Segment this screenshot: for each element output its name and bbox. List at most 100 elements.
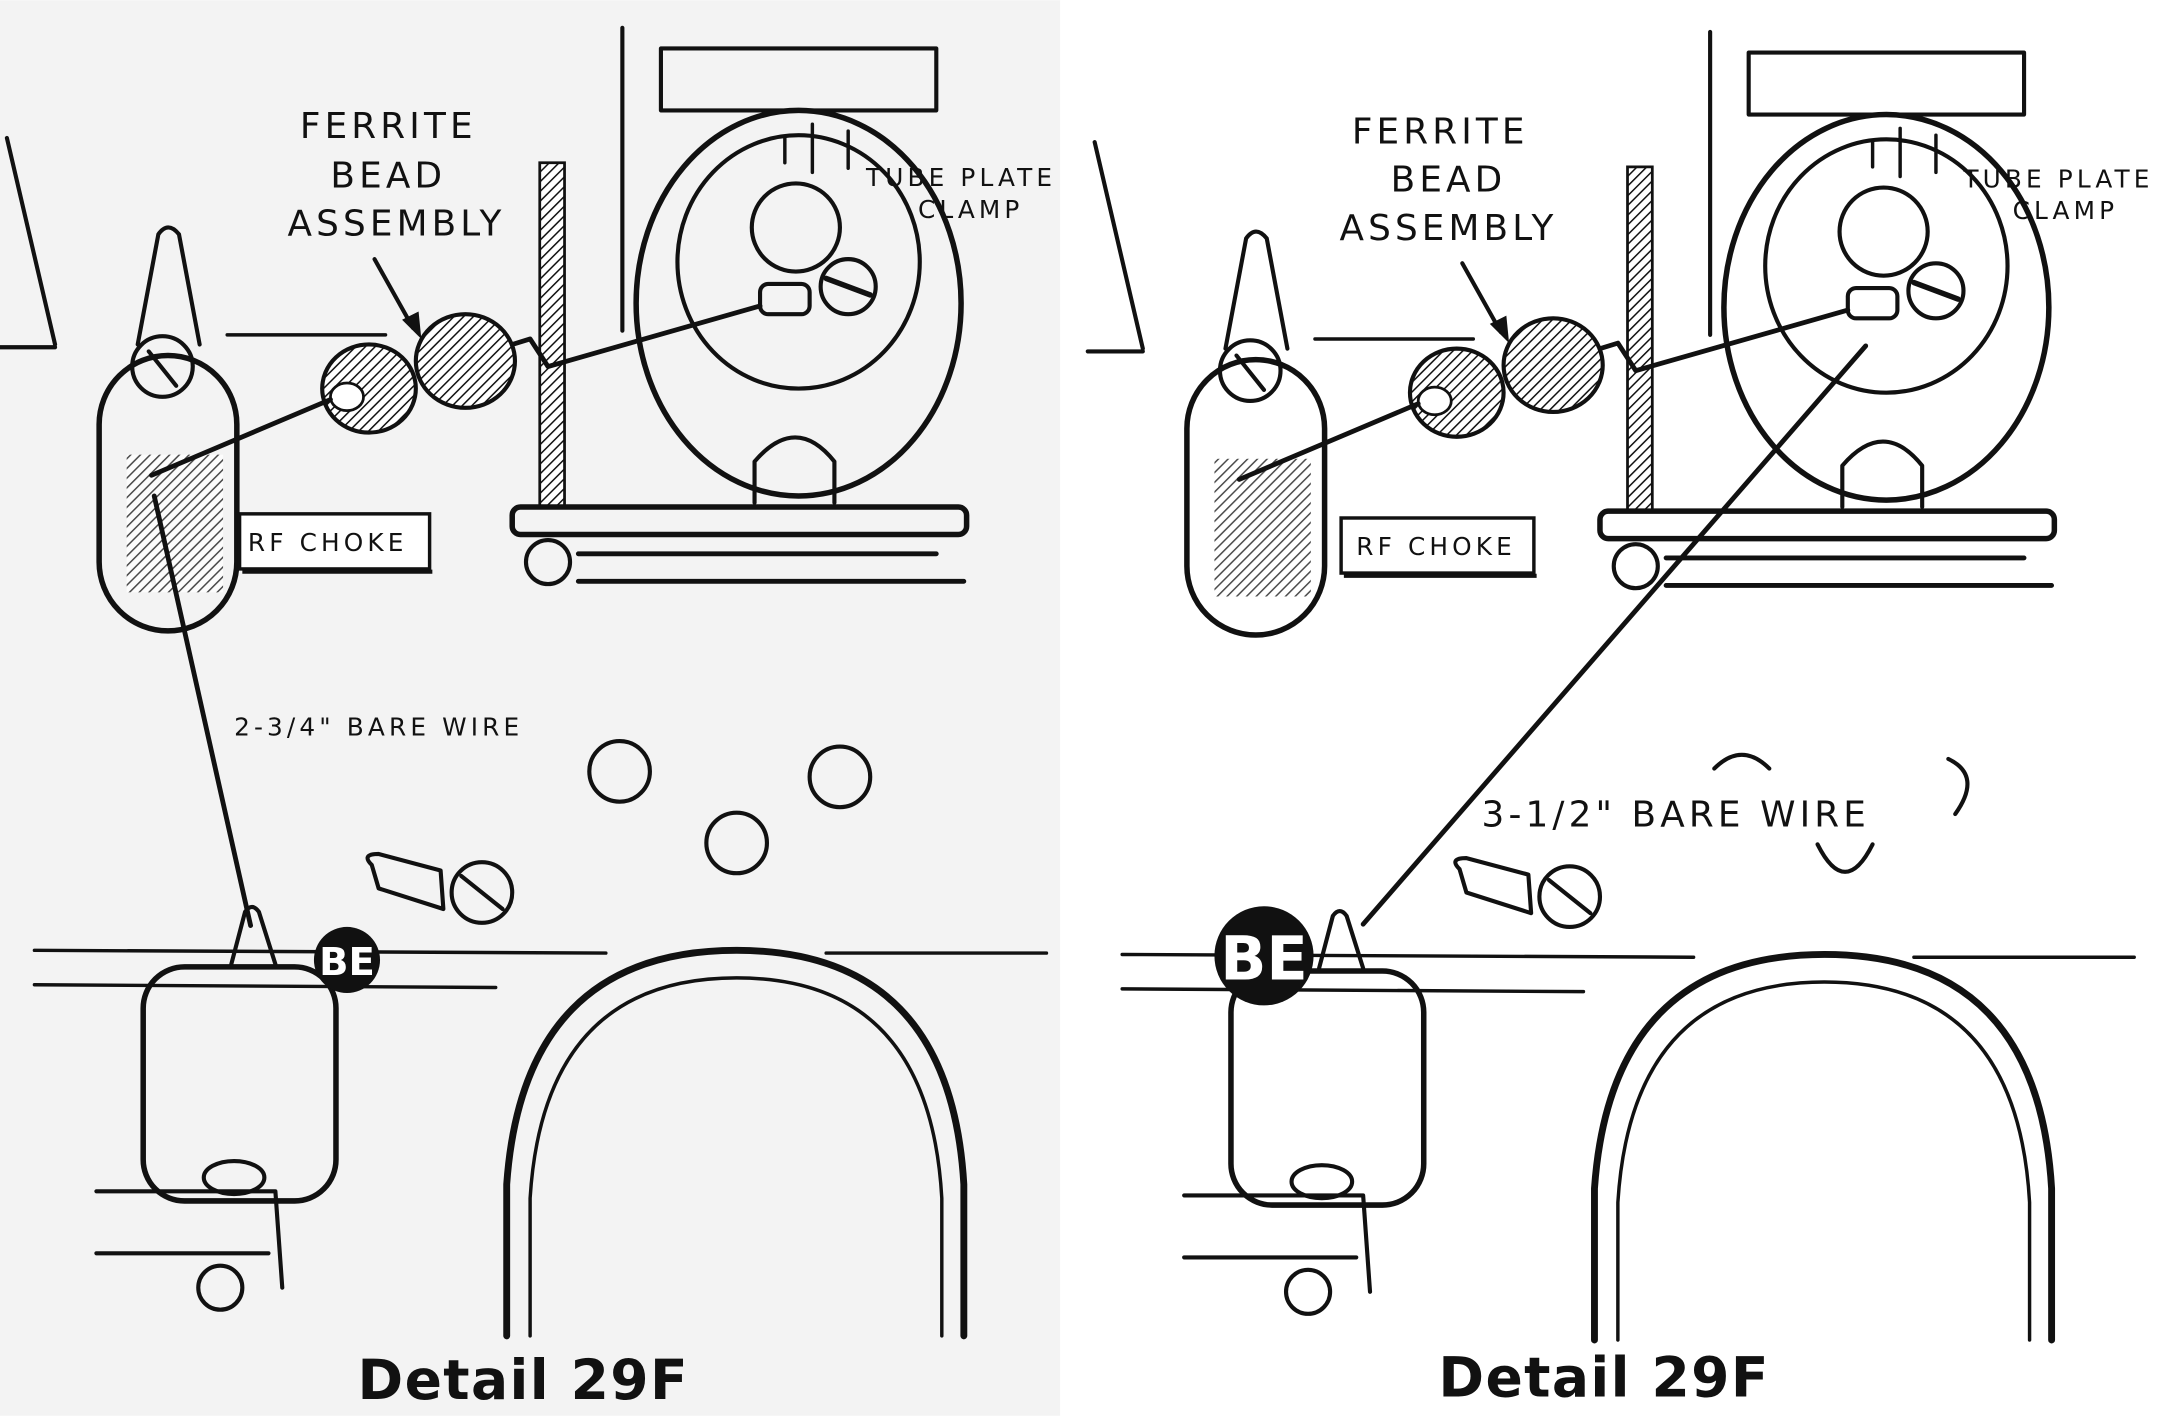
rf-choke-box <box>1339 516 1536 575</box>
mounting-hole <box>1815 842 1875 874</box>
rf-choke-screw-slot <box>1234 353 1267 392</box>
ferrite-bead <box>1501 316 1605 415</box>
chassis-rail <box>1597 508 2058 542</box>
bracket-screw <box>196 1263 245 1312</box>
clamp-screw-slot <box>823 275 873 298</box>
left-panel-labels: FERRITE BEAD ASSEMBLY TUBE PLATE CLAMP R… <box>234 106 1056 1412</box>
capacitor-bracket <box>94 1189 285 1290</box>
bare-wire-label: 2-3/4" BARE WIRE <box>234 713 523 742</box>
rod-nut <box>523 537 573 587</box>
bare-wire <box>151 493 254 928</box>
tube-ring-inner <box>528 976 944 1338</box>
rf-choke-lug <box>135 225 202 347</box>
capacitor-bracket <box>1182 1193 1373 1294</box>
capacitor-terminal <box>1289 1163 1355 1201</box>
rf-choke-screw-slot <box>146 349 179 388</box>
clamp-screw-slot <box>1911 279 1961 302</box>
tube-housing <box>1708 29 2027 337</box>
capacitor-body <box>1228 968 1427 1208</box>
socket-key <box>1840 439 1925 510</box>
rf-choke-winding <box>1214 458 1311 597</box>
tube-socket-hole <box>749 181 842 274</box>
tube-plate-clamp-slot <box>783 122 850 175</box>
ferrite-label-line1: FERRITE <box>1352 111 1529 152</box>
threaded-rod <box>1626 165 1654 513</box>
capacitor-lug <box>1317 909 1366 971</box>
clamp-screw <box>1906 261 1966 321</box>
ferrite-label-line2: BEAD <box>1391 160 1507 201</box>
tube-socket-outer <box>1721 111 2052 503</box>
ground-lug-screw <box>1537 864 1603 929</box>
tube-ring-outer <box>1591 951 2056 1344</box>
bare-wire <box>1360 343 1869 927</box>
tube-plate-label-line2: CLAMP <box>2013 196 2119 225</box>
be-badge <box>1214 906 1314 1006</box>
ferrite-bead <box>413 312 518 410</box>
tube-socket-outer <box>633 107 964 499</box>
chassis-edge <box>0 135 58 350</box>
rf-choke-body <box>1184 356 1328 638</box>
rf-choke-label: RF CHOKE <box>1356 532 1516 561</box>
tube-housing <box>620 25 939 333</box>
ground-lug <box>1453 856 1534 916</box>
tube-plate-label-line1: TUBE PLATE <box>1962 165 2153 194</box>
right-panel-labels: FERRITE BEAD ASSEMBLY TUBE PLATE CLAMP R… <box>1214 111 2153 1409</box>
detail-caption: Detail 29F <box>357 1348 688 1412</box>
tube-socket-ring <box>1763 137 2010 395</box>
chassis-edge <box>1085 140 1145 354</box>
ground-lug-screw <box>449 860 515 925</box>
pointer-arrow <box>372 257 416 331</box>
rf-choke-screw <box>130 334 195 399</box>
ferrite-wire <box>149 303 763 478</box>
be-badge <box>313 926 381 994</box>
tube-ring-inner <box>1616 980 2032 1342</box>
rod-nut <box>1611 542 1660 591</box>
ground-lug-screw-slot <box>1546 878 1593 916</box>
mounting-hole <box>587 738 652 804</box>
ferrite-bead-hole <box>329 381 365 412</box>
ferrite-label-line2: BEAD <box>330 156 446 197</box>
socket-key <box>752 435 837 505</box>
chassis-rail-edge <box>575 551 967 584</box>
pointer-arrow <box>1460 261 1503 335</box>
rf-choke-winding <box>126 454 224 593</box>
chassis-rail-edge <box>1663 555 2055 588</box>
tube-plate-label-line1: TUBE PLATE <box>865 163 1056 192</box>
clamp-screw <box>818 257 878 317</box>
left-panel-drawing <box>0 25 1049 1340</box>
bare-wire-label: 3-1/2" BARE WIRE <box>1482 794 1870 835</box>
rf-choke-label: RF CHOKE <box>248 528 408 557</box>
tube-plate-label-line2: CLAMP <box>918 195 1024 224</box>
rf-choke-lug <box>1223 229 1290 351</box>
pointer-arrowhead <box>402 311 422 339</box>
bracket-screw <box>1283 1267 1333 1316</box>
rf-choke-box <box>237 512 432 571</box>
detail-caption: Detail 29F <box>1438 1345 1769 1409</box>
mounting-hole <box>807 744 873 810</box>
right-panel-background <box>1060 0 2159 1416</box>
mounting-hole <box>1712 752 1772 771</box>
ferrite-bead-hole <box>1416 385 1453 417</box>
rf-choke-screw <box>1217 338 1283 404</box>
capacitor-body <box>140 964 339 1204</box>
right-panel-drawing <box>1085 29 2136 1344</box>
mounting-hole <box>704 810 770 876</box>
ferrite-label-line3: ASSEMBLY <box>1340 208 1558 249</box>
threaded-rod <box>538 161 566 509</box>
ferrite-label-line3: ASSEMBLY <box>288 204 506 245</box>
ground-lug <box>365 851 446 912</box>
pointer-arrowhead <box>1489 315 1510 344</box>
tube-socket-ring <box>675 133 922 391</box>
capacitor-lug <box>229 904 278 967</box>
capacitor-terminal <box>201 1158 267 1197</box>
tube-plate-clamp <box>1845 285 1900 321</box>
tube-plate-clamp <box>757 281 812 317</box>
tube-socket-hole <box>1837 185 1930 278</box>
mounting-hole <box>1946 756 1970 817</box>
rf-choke-body <box>96 352 240 634</box>
ferrite-label-line1: FERRITE <box>300 106 477 147</box>
ferrite-wire <box>1236 307 1851 482</box>
tube-ring-outer <box>503 946 968 1340</box>
be-badge-text: BE <box>319 940 375 985</box>
